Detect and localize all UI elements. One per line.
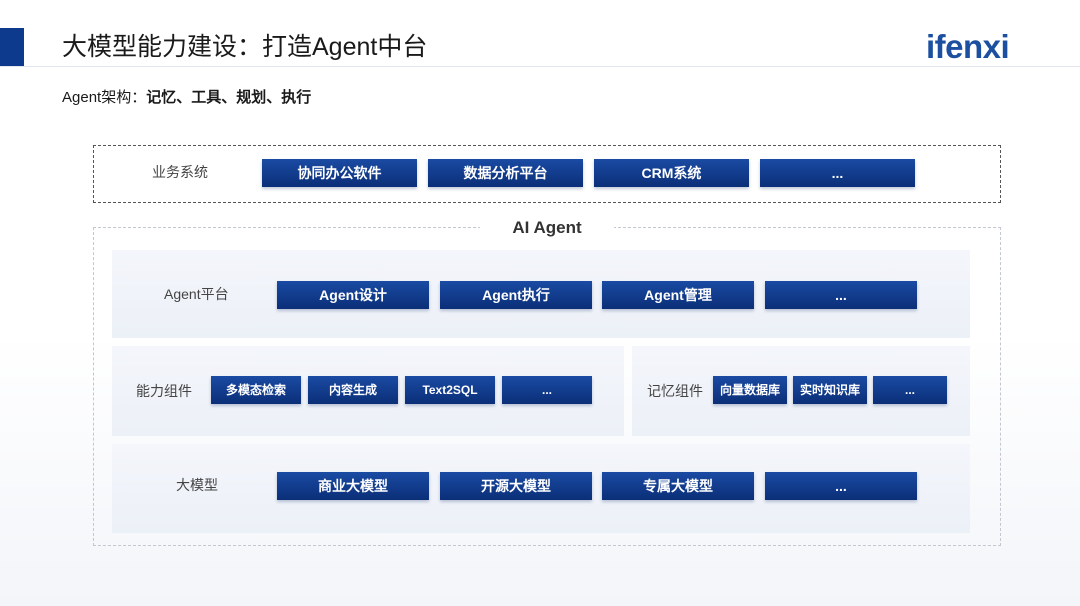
agent-platform-item-execute: Agent执行 (440, 281, 592, 309)
agent-platform-label: Agent平台 (164, 286, 229, 302)
ai-agent-title: AI Agent (480, 216, 614, 240)
capability-item-multimodal-search: 多模态检索 (211, 376, 301, 404)
subtitle-emphasis: 记忆、工具、规划、执行 (146, 89, 312, 106)
subtitle: Agent架构：记忆、工具、规划、执行 (62, 86, 311, 107)
agent-platform-item-manage: Agent管理 (602, 281, 754, 309)
business-item-data-analytics: 数据分析平台 (428, 159, 583, 187)
memory-item-more: ... (873, 376, 947, 404)
large-model-item-dedicated: 专属大模型 (602, 472, 754, 500)
large-model-label: 大模型 (176, 477, 218, 493)
subtitle-prefix: Agent架构： (62, 89, 147, 106)
business-item-crm: CRM系统 (594, 159, 749, 187)
business-item-collab-office: 协同办公软件 (262, 159, 417, 187)
capability-item-content-generation: 内容生成 (308, 376, 398, 404)
business-systems-box (93, 145, 1001, 203)
memory-item-vector-db: 向量数据库 (713, 376, 787, 404)
memory-item-realtime-kb: 实时知识库 (793, 376, 867, 404)
large-model-item-open-source: 开源大模型 (440, 472, 592, 500)
slide-title: 大模型能力建设：打造Agent中台 (62, 33, 428, 61)
capability-components-label: 能力组件 (136, 383, 192, 399)
header-divider (0, 66, 1080, 67)
memory-components-label: 记忆组件 (647, 383, 703, 399)
large-model-item-commercial: 商业大模型 (277, 472, 429, 500)
large-model-item-more: ... (765, 472, 917, 500)
business-item-more: ... (760, 159, 915, 187)
capability-item-more: ... (502, 376, 592, 404)
agent-platform-item-design: Agent设计 (277, 281, 429, 309)
business-systems-label: 业务系统 (152, 164, 208, 180)
ifenxi-logo: ifenxi (926, 28, 1010, 65)
agent-platform-item-more: ... (765, 281, 917, 309)
capability-item-text2sql: Text2SQL (405, 376, 495, 404)
logo-text: ifenxi (926, 28, 1009, 65)
title-accent-bar (0, 28, 24, 66)
